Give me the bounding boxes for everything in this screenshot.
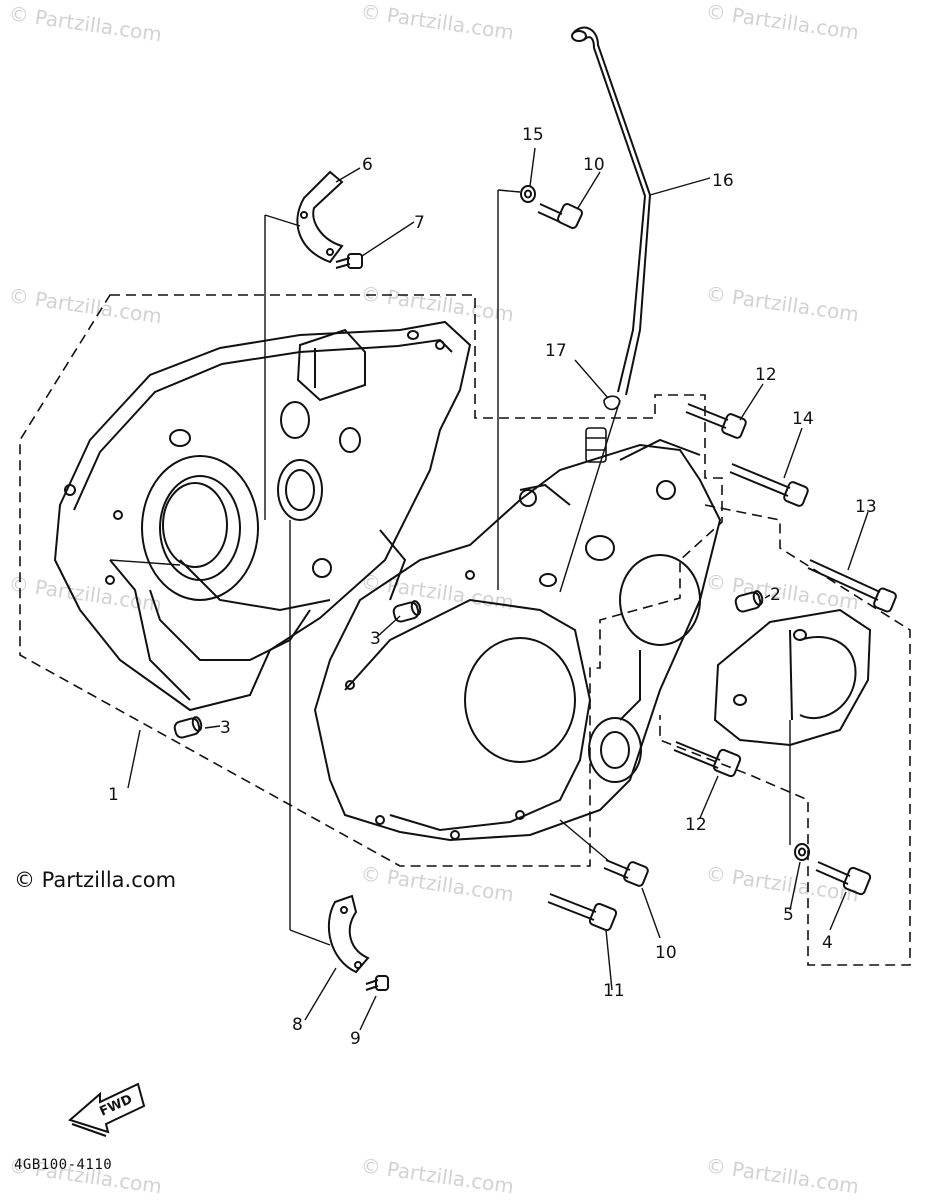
leader-lines: [109, 189, 791, 946]
diagram-code: 4GB100-4110: [14, 1157, 113, 1173]
watermark: © Partzilla.com: [359, 1153, 515, 1198]
watermark: © Partzilla.com: [704, 569, 860, 614]
watermark: © Partzilla.com: [359, 281, 515, 326]
callout-1: 1: [108, 785, 119, 805]
callout-10-top: 10: [583, 155, 605, 175]
callout-11: 11: [603, 981, 625, 1001]
callout-13: 13: [855, 497, 877, 517]
plate-6: [296, 170, 344, 264]
callout-16: 16: [712, 171, 734, 191]
assembly-outlines: [19, 294, 911, 966]
watermark: © Partzilla.com: [704, 861, 860, 906]
callout-12-bottom: 12: [685, 815, 707, 835]
watermark: © Partzilla.com: [359, 569, 515, 614]
fwd-arrow-icon: FWD: [67, 1082, 146, 1137]
breather-pipe: [571, 26, 652, 396]
crankcase-cover: [713, 608, 872, 747]
callout-17: 17: [545, 341, 567, 361]
watermark: © Partzilla.com: [704, 1153, 860, 1198]
copyright-notice: © Partzilla.com: [14, 868, 177, 892]
bolts: [335, 203, 897, 991]
callout-4: 4: [822, 933, 833, 953]
callout-6: 6: [362, 155, 373, 175]
callout-3-left: 3: [220, 718, 231, 738]
pipe-clip: [585, 395, 621, 463]
callout-12-top: 12: [755, 365, 777, 385]
plate-8: [327, 894, 370, 974]
right-crankcase: [313, 438, 722, 842]
callout-2: 2: [770, 585, 781, 605]
callout-numbers: 1 2 3 3 4 5 6 7 8 9 10 10 11 12 12 13 14…: [108, 125, 877, 1049]
right-crankcase-outline: [659, 504, 911, 966]
dowel-pins: [173, 590, 764, 739]
callout-leaders: [127, 147, 869, 1031]
left-crankcase-outline: [19, 294, 723, 867]
watermark: © Partzilla.com: [7, 1, 163, 46]
left-crankcase: [53, 320, 472, 712]
callout-9: 9: [350, 1029, 361, 1049]
callout-3-center: 3: [370, 629, 381, 649]
watermark: © Partzilla.com: [7, 283, 163, 328]
callout-10-bottom: 10: [655, 943, 677, 963]
watermark: © Partzilla.com: [359, 0, 515, 44]
callout-5: 5: [783, 905, 794, 925]
callout-14: 14: [792, 409, 814, 429]
watermark: © Partzilla.com: [704, 0, 860, 44]
watermark: © Partzilla.com: [704, 281, 860, 326]
watermark: © Partzilla.com: [359, 861, 515, 906]
callout-15: 15: [522, 125, 544, 145]
washers: [520, 185, 810, 861]
callout-7: 7: [414, 213, 425, 233]
callout-8: 8: [292, 1015, 303, 1035]
